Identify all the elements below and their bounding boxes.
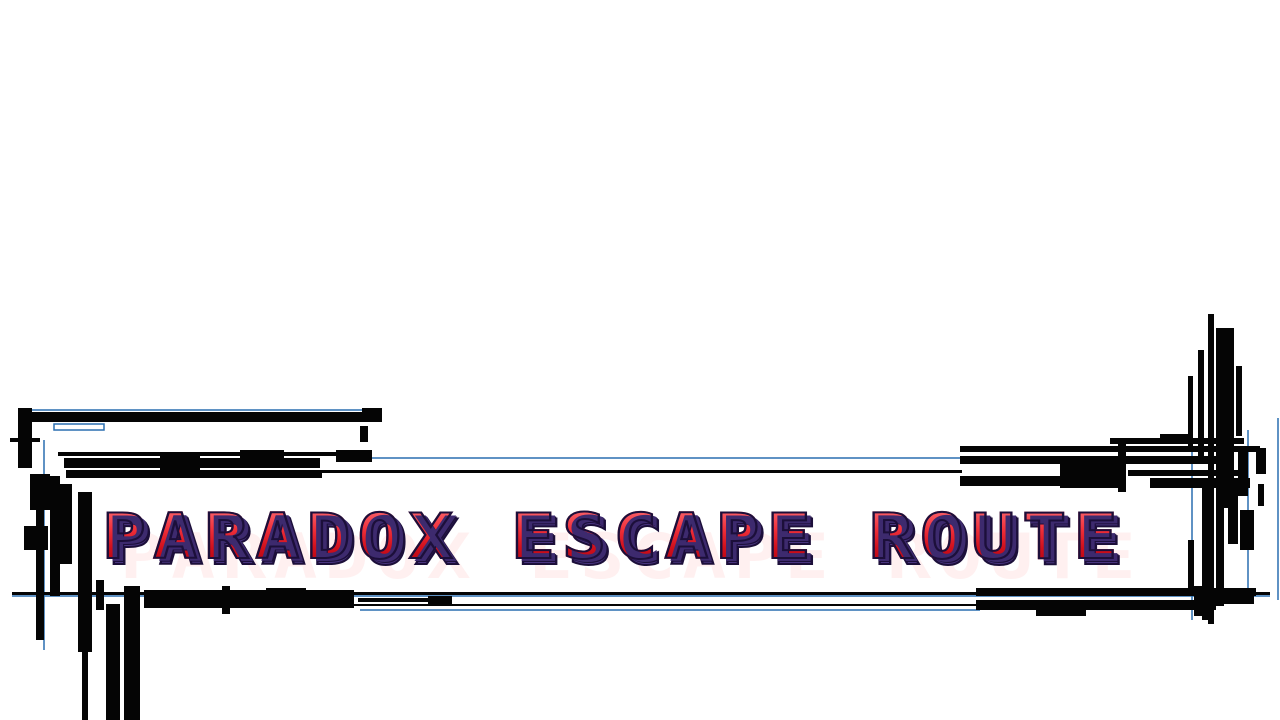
frame-right-bars [960, 314, 1266, 624]
game-title-bevel: PARADOX ESCAPE ROUTE [107, 505, 1131, 580]
game-title-logo: PARADOX ESCAPE ROUTE PARADOX ESCAPE ROUT… [96, 496, 1196, 593]
game-title-ghost: PARADOX ESCAPE ROUTE [120, 520, 1143, 593]
game-title: PARADOX ESCAPE ROUTE [101, 499, 1125, 574]
frame-left-bars [10, 408, 1270, 720]
